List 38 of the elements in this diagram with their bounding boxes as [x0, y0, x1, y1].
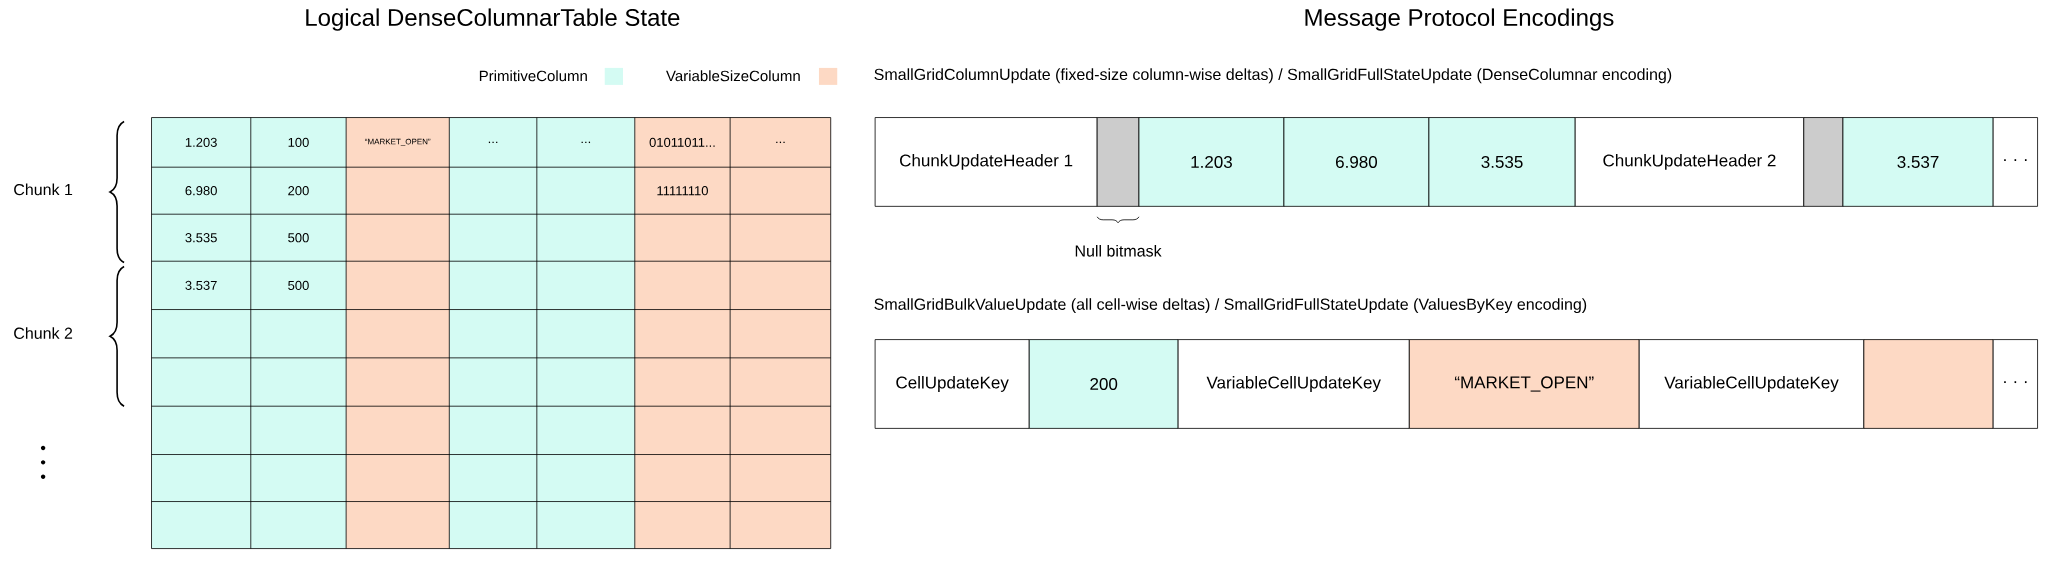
segment-box: “MARKET_OPEN” — [1408, 339, 1640, 429]
legend-label: VariableSizeColumn — [666, 70, 800, 82]
cell-value: 3.537 — [185, 280, 217, 291]
cell-value: 500 — [288, 280, 309, 291]
segment-box: 3.537 — [1842, 117, 1994, 207]
cell-value: ... — [581, 141, 591, 144]
chunk-label: Chunk 2 — [14, 327, 73, 340]
chunk-label: Chunk 1 — [14, 183, 73, 196]
segment-box: CellUpdateKey — [874, 339, 1030, 429]
annotation: Null bitmask — [1075, 245, 1162, 257]
cell-value: 11111110 — [657, 186, 708, 196]
segment-box: 6.980 — [1283, 117, 1430, 207]
cell-value: 100 — [288, 137, 309, 148]
cell-value: “MARKET_OPEN” — [365, 138, 431, 147]
segment-box: ChunkUpdateHeader 1 — [874, 117, 1098, 207]
segment-box: VariableCellUpdateKey — [1638, 339, 1865, 429]
segment-box: 1.203 — [1138, 117, 1285, 207]
segment-box: · · · — [1992, 339, 2038, 429]
cell-value: 1.203 — [185, 137, 217, 148]
cell-value: 3.535 — [185, 233, 217, 243]
cell-value: 500 — [288, 233, 309, 243]
heading: Logical DenseColumnarTable State — [306, 8, 680, 31]
cell-value: 200 — [288, 186, 309, 196]
segment-box: 200 — [1028, 339, 1179, 429]
segment-box: · · · — [1992, 117, 2038, 207]
cell-value: 6.980 — [185, 186, 217, 196]
cell-value: ... — [488, 141, 498, 144]
cell-value: 01011011... — [649, 137, 715, 148]
empty-box — [1803, 117, 1844, 207]
heading: Message Protocol Encodings — [1305, 8, 1614, 31]
empty-box — [1096, 117, 1140, 207]
segment-box: 3.535 — [1428, 117, 1576, 207]
subtitle: SmallGridBulkValueUpdate (all cell-wise deltas) / SmallGridFullStateUpdate (ValuesByKey encoding) — [874, 298, 1587, 314]
segment-box: VariableCellUpdateKey — [1177, 339, 1410, 429]
cell-value: ... — [776, 141, 785, 144]
legend-label: PrimitiveColumn — [479, 70, 587, 82]
subtitle: SmallGridColumnUpdate (fixed-size column-wise deltas) / SmallGridFullStateUpdate (DenseColumnar encoding) — [874, 68, 1672, 84]
segment-box: ChunkUpdateHeader 2 — [1574, 117, 1805, 207]
